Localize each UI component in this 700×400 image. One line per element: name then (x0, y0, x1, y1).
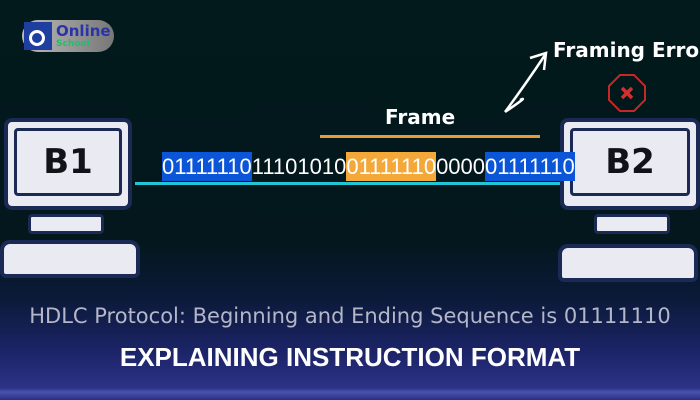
computer-b2-stand (594, 214, 670, 234)
network-wire (135, 182, 560, 185)
keyboard-icon (0, 240, 140, 278)
stop-error-icon (608, 74, 646, 112)
page-title: EXPLAINING INSTRUCTION FORMAT (119, 342, 581, 372)
frame-bracket-line (320, 135, 540, 138)
computer-b1-label: B1 (14, 128, 122, 196)
data-bits: 11101010 (251, 154, 347, 179)
computer-b1-stand (28, 214, 104, 234)
arrow-icon (503, 51, 548, 114)
subtitle: HDLC Protocol: Beginning and Ending Sequ… (29, 304, 671, 328)
keyboard-icon (558, 244, 698, 282)
computer-b1-monitor: B1 (4, 118, 132, 210)
logo-subtext: School (56, 39, 90, 49)
logo-ring-icon (29, 30, 45, 46)
computer-b2-monitor: B2 (560, 118, 700, 210)
flag-start: 01111110 (162, 152, 252, 181)
flag-end: 01111110 (485, 152, 575, 181)
flag-in-data: 01111110 (346, 152, 437, 181)
data-bits: 0000 (436, 154, 486, 179)
logo-text: Online (56, 22, 111, 40)
x-mark-icon (620, 86, 634, 100)
framing-error-label: Framing Error (553, 38, 700, 62)
computer-b2-label: B2 (570, 128, 690, 196)
frame-label: Frame (385, 105, 456, 129)
bit-stream: 011111101110101001111110000001111110 (162, 152, 575, 181)
